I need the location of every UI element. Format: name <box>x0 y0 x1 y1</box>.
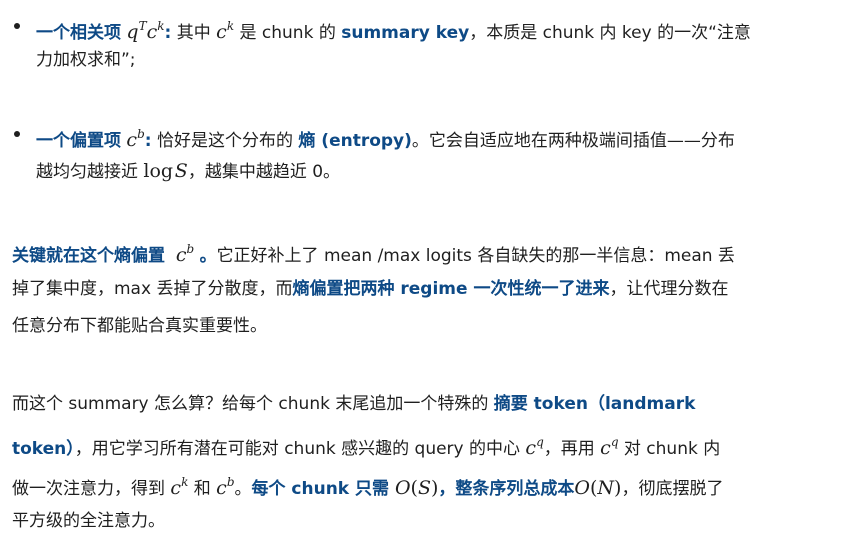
para1-bold1: 关键就在这个熵偏置 <box>12 246 165 266</box>
bullet2-colon: : <box>144 131 152 151</box>
math-c: c <box>175 244 187 266</box>
bullet2-text1: 恰好是这个分布的 <box>151 131 299 151</box>
para2-line3f: ，彻底摆脱了 <box>621 479 724 499</box>
bullet1-colon: : <box>164 23 172 43</box>
bullet-dot-2 <box>14 131 20 137</box>
math-O: O <box>574 477 590 499</box>
math-lparen: ( <box>589 477 598 499</box>
para2-line1: 而这个 summary 怎么算？给每个 chunk 末尾追加一个特殊的 摘要 t… <box>12 391 695 417</box>
para1-bold2: 。 <box>199 246 217 266</box>
bullet1-text2: 是 chunk 的 <box>234 23 342 43</box>
bullet2-text2: 。它会自适应地在两种极端间插值——分布 <box>411 131 735 151</box>
para2-line4: 平方级的全注意力。 <box>12 511 165 531</box>
bullet2-cont2: ，越集中越趋近 0。 <box>187 162 341 182</box>
math-c: c <box>525 437 537 459</box>
math-N: N <box>597 477 615 499</box>
math-S: S <box>417 477 431 499</box>
math-c: c <box>170 477 182 499</box>
math-T: T <box>138 19 147 33</box>
para2-line4: 平方级的全注意力。 <box>12 508 165 534</box>
math-c: c <box>600 437 611 459</box>
para2-line3c: 。 <box>234 479 252 499</box>
math-q: q <box>536 435 544 449</box>
math-rparen: ) <box>614 477 622 499</box>
math-c: c <box>146 21 158 43</box>
para1-line2-bold: 熵偏置把两种 regime 一次性统一了进来 <box>292 279 610 299</box>
math-S: S <box>174 160 188 182</box>
bullet2-key: 熵 (entropy) <box>298 131 412 151</box>
math-c: c <box>216 21 227 43</box>
para1-line1: 关键就在这个熵偏置 cb 。它正好补上了 mean /max logits 各自… <box>12 236 735 266</box>
bullet1-key: summary key <box>341 23 470 43</box>
math-lparen: ( <box>410 477 418 499</box>
para2-line3: 做一次注意力，得到 ck 和 cb。每个 chunk 只需 O(S)，整条序列总… <box>12 469 723 499</box>
bullet1-text3: ，本质是 chunk 内 key 的一次“注意 <box>469 23 751 43</box>
para1-line3: 任意分布下都能贴合真实重要性。 <box>12 313 267 339</box>
para2-line3-bold2: ，整条序列总成本 <box>438 479 575 499</box>
para2-line2-bold: token） <box>12 439 75 459</box>
bullet1-cont: 力加权求和”; <box>36 50 136 70</box>
para2-line1a: 而这个 summary 怎么算？给每个 chunk 末尾追加一个特殊的 <box>12 394 494 414</box>
bullet2-line2: 越均匀越接近 log S，越集中越趋近 0。 <box>36 158 340 184</box>
math-rparen: ) <box>430 477 439 499</box>
para2-line3b: 和 <box>188 479 217 499</box>
math-b: b <box>137 127 145 141</box>
math-c: c <box>126 129 138 151</box>
math-c: c <box>216 477 227 499</box>
math-q: q <box>126 21 139 43</box>
para2-line2c: ，再用 <box>543 439 601 459</box>
math-k: k <box>181 475 189 489</box>
para2-line1-bold: 摘要 token（landmark <box>493 394 696 414</box>
math-b: b <box>186 242 195 256</box>
para1-line2: 掉了集中度，max 丢掉了分散度，而熵偏置把两种 regime 一次性统一了进来… <box>12 276 728 302</box>
math-b: b <box>226 475 235 489</box>
para2-line3-bold1: 每个 chunk 只需 <box>251 479 395 499</box>
math-q: q <box>610 435 619 449</box>
bullet-dot-1 <box>14 23 20 29</box>
math-k: k <box>226 19 235 33</box>
bullet1-text1: 其中 <box>171 23 217 43</box>
para1-line2c: ，让代理分数在 <box>609 279 729 299</box>
math-log: log <box>143 160 174 182</box>
math-k: k <box>157 19 165 33</box>
para1-text1: 它正好补上了 mean /max logits 各自缺失的那一半信息：mean … <box>216 246 735 266</box>
para1-line2a: 掉了集中度，max 丢掉了分散度，而 <box>12 279 293 299</box>
bullet1-line1: 一个相关项 qTck: 其中 ck 是 chunk 的 summary key，… <box>36 13 751 43</box>
bullet2-line1: 一个偏置项 cb: 恰好是这个分布的 熵 (entropy)。它会自适应地在两种… <box>36 121 735 151</box>
math-O: O <box>394 477 411 499</box>
para2-line2b: ，用它学习所有潜在可能对 chunk 感兴趣的 query 的中心 <box>74 439 526 459</box>
para2-line2d: 对 chunk 内 <box>618 439 721 459</box>
para2-line2: token），用它学习所有潜在可能对 chunk 感兴趣的 query 的中心 … <box>12 429 720 459</box>
para2-line3a: 做一次注意力，得到 <box>12 479 171 499</box>
bullet2-term: 一个偏置项 <box>36 131 121 151</box>
para1-line3: 任意分布下都能贴合真实重要性。 <box>12 316 267 336</box>
bullet1-term: 一个相关项 <box>36 23 121 43</box>
bullet2-cont1: 越均匀越接近 <box>36 162 144 182</box>
bullet1-line2: 力加权求和”; <box>36 47 136 73</box>
